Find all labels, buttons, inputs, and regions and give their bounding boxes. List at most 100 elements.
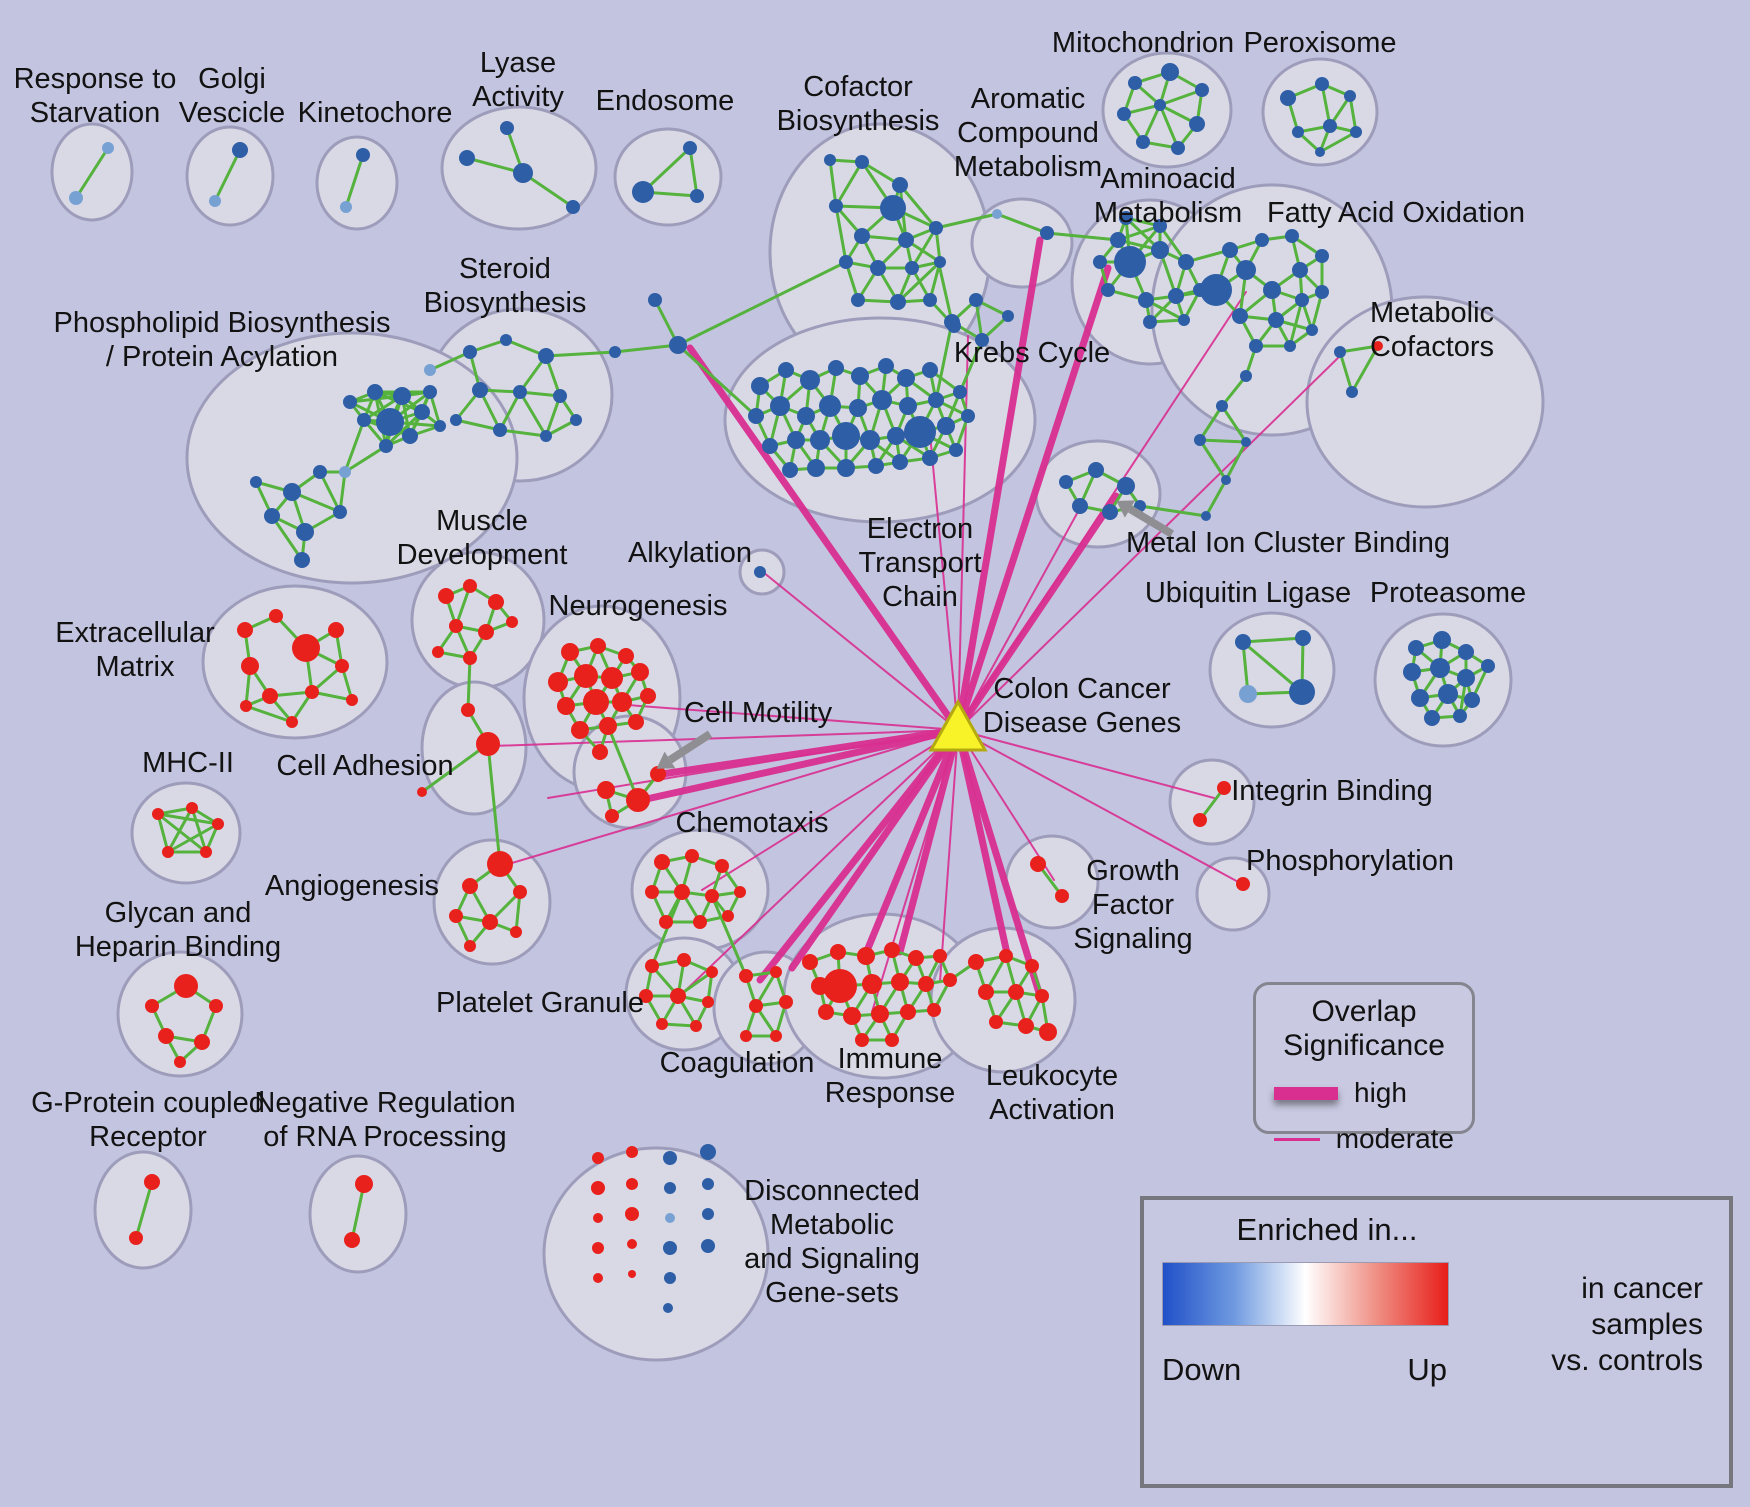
gene-set-node[interactable]: [650, 766, 666, 782]
gene-set-node[interactable]: [69, 191, 83, 205]
gene-set-node[interactable]: [450, 414, 462, 426]
gene-set-node[interactable]: [922, 450, 938, 466]
gene-set-node[interactable]: [500, 121, 514, 135]
gene-set-node[interactable]: [734, 886, 746, 898]
gene-set-node[interactable]: [356, 148, 370, 162]
gene-set-node[interactable]: [461, 703, 475, 717]
gene-set-node[interactable]: [1323, 119, 1337, 133]
gene-set-node[interactable]: [432, 646, 444, 658]
gene-set-node[interactable]: [1458, 644, 1474, 660]
gene-set-node[interactable]: [393, 387, 411, 405]
gene-set-node[interactable]: [339, 466, 351, 478]
gene-set-node[interactable]: [627, 1239, 637, 1249]
gene-set-node[interactable]: [367, 384, 383, 400]
gene-set-node[interactable]: [860, 430, 880, 450]
gene-set-node[interactable]: [250, 476, 262, 488]
gene-set-node[interactable]: [343, 395, 357, 409]
gene-set-node[interactable]: [665, 1213, 675, 1223]
gene-set-node[interactable]: [1315, 249, 1329, 263]
gene-set-node[interactable]: [645, 885, 659, 899]
gene-set-node[interactable]: [674, 884, 690, 900]
gene-set-node[interactable]: [968, 954, 984, 970]
gene-set-node[interactable]: [999, 949, 1013, 963]
gene-set-node[interactable]: [1153, 219, 1167, 233]
gene-set-node[interactable]: [1110, 232, 1126, 248]
gene-set-node[interactable]: [592, 744, 608, 760]
gene-set-node[interactable]: [1453, 709, 1467, 723]
gene-set-node[interactable]: [849, 399, 867, 417]
gene-set-node[interactable]: [1217, 781, 1231, 795]
gene-set-node[interactable]: [487, 851, 513, 877]
gene-set-node[interactable]: [513, 385, 527, 399]
gene-set-node[interactable]: [1249, 339, 1263, 353]
gene-set-node[interactable]: [283, 483, 301, 501]
gene-set-node[interactable]: [194, 1034, 210, 1050]
gene-set-node[interactable]: [590, 638, 606, 654]
gene-set-node[interactable]: [1315, 285, 1329, 299]
gene-set-node[interactable]: [1457, 669, 1475, 687]
gene-set-node[interactable]: [313, 465, 327, 479]
gene-set-node[interactable]: [292, 634, 320, 662]
gene-set-node[interactable]: [1280, 90, 1296, 106]
gene-set-node[interactable]: [1236, 877, 1250, 891]
gene-set-node[interactable]: [232, 142, 248, 158]
gene-set-node[interactable]: [892, 177, 908, 193]
gene-set-node[interactable]: [900, 1004, 916, 1020]
gene-set-node[interactable]: [953, 385, 967, 399]
gene-set-node[interactable]: [1239, 685, 1257, 703]
gene-set-node[interactable]: [830, 944, 846, 960]
gene-set-node[interactable]: [626, 1178, 638, 1190]
gene-set-node[interactable]: [978, 984, 994, 1000]
gene-set-node[interactable]: [819, 395, 841, 417]
gene-set-node[interactable]: [1235, 634, 1251, 650]
gene-set-node[interactable]: [929, 221, 943, 235]
gene-set-node[interactable]: [1408, 640, 1424, 656]
gene-set-node[interactable]: [992, 209, 1002, 219]
gene-set-node[interactable]: [1189, 116, 1205, 132]
gene-set-node[interactable]: [659, 915, 673, 929]
gene-set-node[interactable]: [1289, 679, 1315, 705]
gene-set-node[interactable]: [828, 360, 844, 376]
gene-set-node[interactable]: [557, 697, 575, 715]
gene-set-node[interactable]: [700, 1144, 716, 1160]
gene-set-node[interactable]: [1072, 498, 1088, 514]
gene-set-node[interactable]: [296, 523, 314, 541]
gene-set-node[interactable]: [892, 454, 908, 470]
gene-set-node[interactable]: [1306, 324, 1318, 336]
gene-set-node[interactable]: [944, 314, 960, 330]
gene-set-node[interactable]: [340, 201, 352, 213]
gene-set-node[interactable]: [857, 947, 875, 965]
gene-set-node[interactable]: [1018, 1018, 1034, 1034]
gene-set-node[interactable]: [601, 667, 623, 689]
gene-set-node[interactable]: [923, 293, 937, 307]
gene-set-node[interactable]: [1168, 288, 1184, 304]
gene-set-node[interactable]: [685, 849, 699, 863]
gene-set-node[interactable]: [854, 228, 870, 244]
gene-set-node[interactable]: [478, 624, 494, 640]
gene-set-node[interactable]: [463, 579, 477, 593]
gene-set-node[interactable]: [851, 367, 869, 385]
gene-set-node[interactable]: [510, 926, 522, 938]
gene-set-node[interactable]: [463, 651, 477, 665]
gene-set-node[interactable]: [705, 889, 719, 903]
gene-set-node[interactable]: [145, 999, 159, 1013]
gene-set-node[interactable]: [269, 609, 283, 623]
gene-set-node[interactable]: [1232, 308, 1248, 324]
gene-set-node[interactable]: [949, 443, 963, 457]
gene-set-node[interactable]: [663, 1241, 677, 1255]
gene-set-node[interactable]: [824, 154, 836, 166]
gene-set-node[interactable]: [626, 788, 650, 812]
gene-set-node[interactable]: [1464, 692, 1480, 708]
gene-set-node[interactable]: [449, 909, 463, 923]
gene-set-node[interactable]: [1040, 226, 1054, 240]
gene-set-node[interactable]: [851, 293, 865, 307]
gene-set-node[interactable]: [423, 385, 437, 399]
gene-set-node[interactable]: [664, 1182, 676, 1194]
gene-set-node[interactable]: [905, 261, 919, 275]
gene-set-node[interactable]: [102, 142, 114, 154]
gene-set-node[interactable]: [1315, 77, 1329, 91]
gene-set-node[interactable]: [593, 1273, 603, 1283]
gene-set-node[interactable]: [186, 802, 198, 814]
gene-set-node[interactable]: [1221, 475, 1231, 485]
gene-set-node[interactable]: [933, 949, 947, 963]
